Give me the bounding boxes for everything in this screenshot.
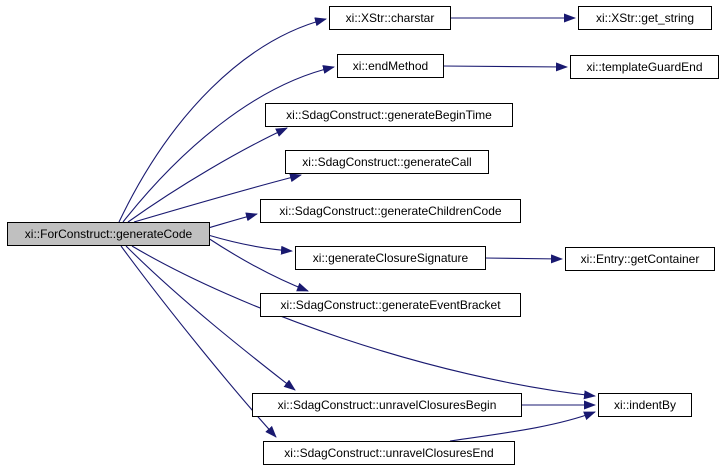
node-xi-sdagconstruct-generatecall[interactable]: xi::SdagConstruct::generateCall bbox=[285, 150, 489, 174]
node-xi-sdagconstruct-unravelclosuresend[interactable]: xi::SdagConstruct::unravelClosuresEnd bbox=[263, 441, 515, 465]
node-xi-entry-getcontainer[interactable]: xi::Entry::getContainer bbox=[565, 247, 715, 271]
node-xi-sdagconstruct-generateeventbracket[interactable]: xi::SdagConstruct::generateEventBracket bbox=[260, 293, 521, 317]
edge-generatecode-unravelclosuresend bbox=[120, 245, 277, 438]
node-xi-forconstruct-generatecode: xi::ForConstruct::generateCode bbox=[7, 222, 210, 246]
node-xi-sdagconstruct-generatebegintime[interactable]: xi::SdagConstruct::generateBeginTime bbox=[265, 103, 513, 127]
edge-generatecode-charstar bbox=[118, 17, 327, 223]
node-xi-generateclosuresignature[interactable]: xi::generateClosureSignature bbox=[295, 246, 486, 270]
edge-generatecode-generatechildrencode bbox=[207, 212, 258, 229]
edge-generatecode-unravelclosuresbegin bbox=[125, 245, 296, 391]
edge-generatecode-generateclosuresignature bbox=[207, 234, 293, 255]
edge-generatecode-generatecall bbox=[133, 173, 302, 223]
node-xi-indentby[interactable]: xi::indentBy bbox=[598, 393, 692, 417]
node-xi-sdagconstruct-generatechildrencode[interactable]: xi::SdagConstruct::generateChildrenCode bbox=[260, 199, 521, 223]
node-xi-templateguardend[interactable]: xi::templateGuardEnd bbox=[570, 55, 719, 79]
edge-unravelclosuresend-indentby bbox=[449, 411, 596, 442]
node-xi-xstr-get-string[interactable]: xi::XStr::get_string bbox=[578, 6, 712, 30]
edge-generatecode-indentby bbox=[131, 245, 596, 400]
edge-generateclosuresignature-getcontainer bbox=[483, 254, 563, 264]
edge-generatecode-generateeventbracket bbox=[207, 237, 309, 292]
node-xi-sdagconstruct-unravelclosuresbegin[interactable]: xi::SdagConstruct::unravelClosuresBegin bbox=[252, 393, 522, 417]
edge-generatecode-generatebegintime bbox=[127, 127, 288, 223]
edge-generatecode-endmethod bbox=[122, 65, 335, 223]
node-xi-endmethod[interactable]: xi::endMethod bbox=[337, 54, 444, 78]
edge-endmethod-templateguardend bbox=[441, 62, 568, 72]
node-xi-xstr-charstar[interactable]: xi::XStr::charstar bbox=[329, 6, 451, 30]
